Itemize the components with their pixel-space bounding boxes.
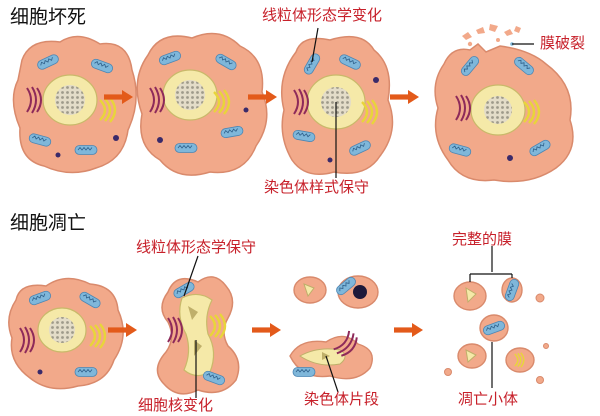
label-membrane-rupture: 膜破裂	[540, 34, 586, 52]
necrosis-cell-1	[12, 35, 137, 174]
apoptosis-title: 细胞凋亡	[10, 212, 87, 234]
necrosis-cell-3	[281, 35, 394, 175]
necrosis-arrow-3	[390, 90, 419, 104]
apoptosis-cell-2	[156, 276, 240, 395]
label-apoptotic-bodies: 凋亡小体	[458, 390, 519, 408]
label-mito-preserved: 线粒体形态学保守	[136, 238, 257, 256]
leader-mito-change	[311, 27, 319, 63]
label-chromatin-preserved: 染色体样式保守	[264, 178, 370, 196]
apoptosis-cell-1	[8, 277, 124, 390]
necrosis-title: 细胞坏死	[10, 6, 87, 28]
necrosis-cell-4	[434, 24, 574, 183]
necrosis-cell-2	[136, 32, 268, 176]
leader-mito-preserved	[183, 255, 199, 297]
apoptosis-arrow-2	[252, 323, 281, 337]
leader-chromatin-fragments	[325, 355, 339, 393]
label-mito-change: 线粒体形态学变化	[262, 6, 383, 24]
apoptotic-bodies	[444, 277, 549, 384]
label-nucleus-change: 细胞核变化	[138, 396, 214, 414]
apoptosis-arrow-3	[394, 323, 423, 337]
apoptosis-cell-3	[289, 275, 379, 380]
label-intact-membrane: 完整的膜	[452, 230, 513, 248]
label-chromatin-fragments: 染色体片段	[304, 390, 380, 408]
